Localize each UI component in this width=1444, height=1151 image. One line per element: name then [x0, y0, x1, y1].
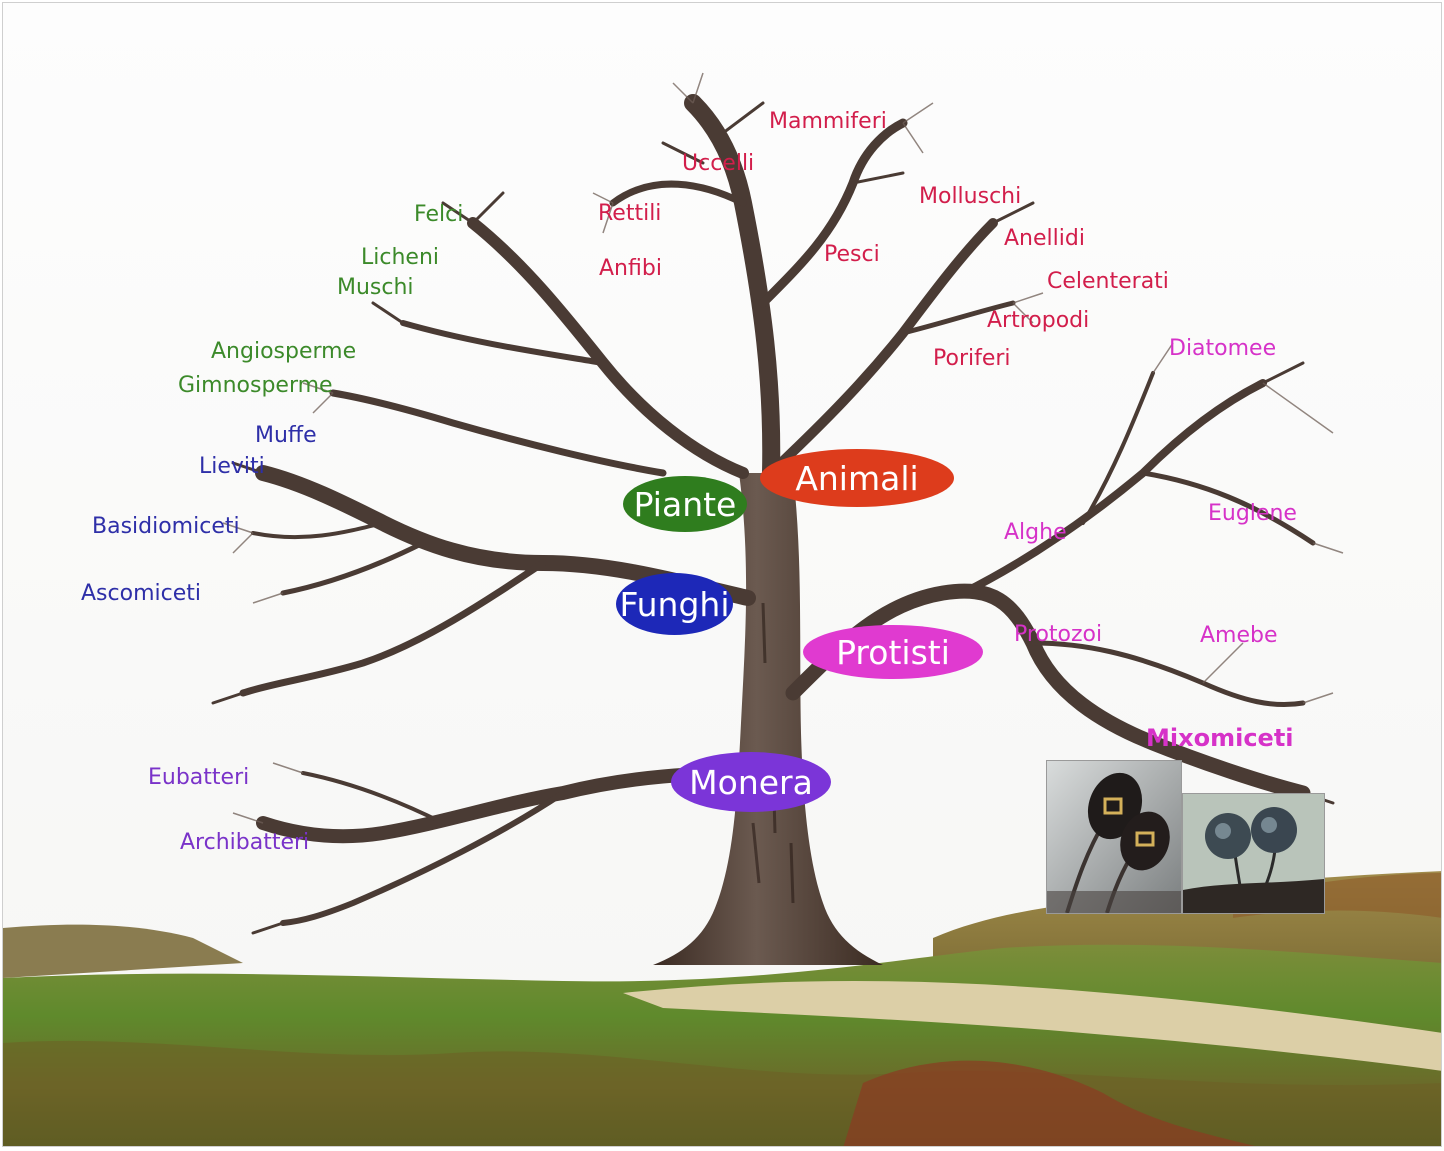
kingdom-oval-protisti: Protisti [803, 625, 983, 679]
label-mixomiceti: Mixomiceti [1146, 724, 1294, 752]
kingdom-label-piante: Piante [633, 484, 737, 524]
label-muffe: Muffe [255, 423, 317, 448]
tree-branches [211, 94, 1335, 935]
label-amebe: Amebe [1200, 623, 1278, 648]
label-anfibi: Anfibi [599, 256, 662, 281]
label-molluschi: Molluschi [919, 184, 1022, 209]
label-euglene: Euglene [1208, 501, 1297, 526]
label-uccelli: Uccelli [682, 151, 755, 176]
label-protozoi: Protozoi [1014, 622, 1103, 647]
kingdom-oval-piante: Piante [623, 476, 747, 532]
label-basidiomiceti: Basidiomiceti [92, 514, 240, 539]
label-anellidi: Anellidi [1004, 226, 1085, 251]
label-archibatteri: Archibatteri [180, 830, 310, 855]
label-eubatteri: Eubatteri [148, 765, 250, 790]
label-rettili: Rettili [598, 201, 662, 226]
label-artropodi: Artropodi [987, 308, 1090, 333]
label-poriferi: Poriferi [933, 346, 1011, 371]
red-shrubs [843, 1060, 1255, 1146]
label-gimnosperme: Gimnosperme [178, 373, 333, 398]
kingdom-label-monera: Monera [689, 762, 813, 802]
dirt-path [623, 981, 1441, 1071]
slime-mold-sporangia-round-photo [1182, 793, 1325, 914]
label-pesci: Pesci [824, 242, 880, 267]
label-angiosperme: Angiosperme [211, 339, 357, 364]
kingdom-label-animali: Animali [795, 458, 919, 498]
twigs [222, 72, 1344, 824]
label-lieviti: Lieviti [199, 454, 265, 479]
kingdom-oval-animali: Animali [760, 449, 954, 507]
label-alghe: Alghe [1004, 520, 1067, 545]
kingdom-label-protisti: Protisti [836, 632, 950, 672]
label-muschi: Muschi [337, 275, 414, 300]
slime-mold-sporangia-dark-photo [1046, 760, 1182, 914]
label-diatomee: Diatomee [1169, 336, 1277, 361]
kingdom-oval-funghi: Funghi [616, 573, 733, 635]
left-hill [3, 924, 243, 978]
kingdom-label-funghi: Funghi [619, 584, 730, 624]
kingdom-oval-monera: Monera [671, 752, 831, 812]
tree-trunk [653, 473, 883, 965]
label-felci: Felci [414, 202, 464, 227]
label-celenterati: Celenterati [1047, 269, 1169, 294]
label-mammiferi: Mammiferi [769, 109, 887, 134]
label-ascomiceti: Ascomiceti [81, 581, 201, 606]
label-licheni: Licheni [361, 245, 439, 270]
